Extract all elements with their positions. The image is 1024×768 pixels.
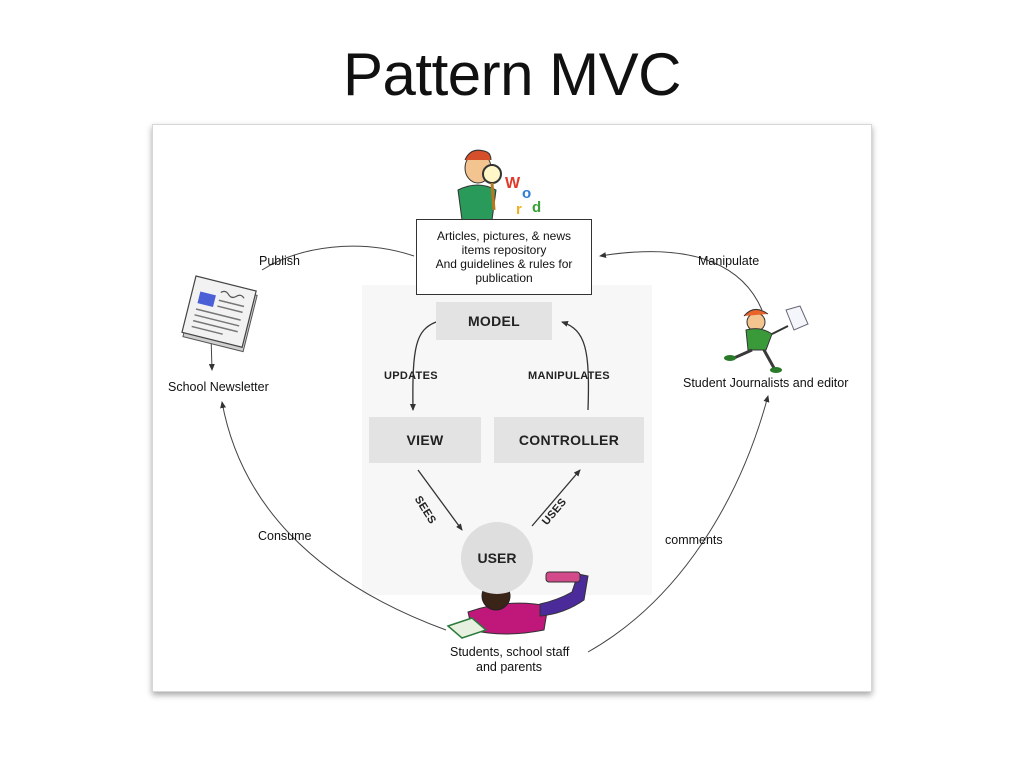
student-journalists-label: Student Journalists and editor xyxy=(683,376,849,390)
repository-line-2: items repository xyxy=(461,243,547,257)
model-box: MODEL xyxy=(436,302,552,340)
audience-label-line2: and parents xyxy=(476,660,543,674)
repository-line-3: And guidelines & rules for xyxy=(435,257,573,271)
manipulate-curve xyxy=(599,251,763,311)
repository-box: Articles, pictures, & news items reposit… xyxy=(416,219,592,295)
publish-label: Publish xyxy=(259,254,300,268)
publish-curve xyxy=(261,245,415,271)
svg-text:W: W xyxy=(505,175,521,192)
sees-arrow xyxy=(417,469,463,531)
magnifier-boy-icon: W o r d xyxy=(457,149,541,221)
consume-curve xyxy=(220,401,447,631)
svg-text:d: d xyxy=(532,199,541,216)
newspaper-icon xyxy=(181,275,258,353)
uses-arrow xyxy=(531,469,581,527)
consume-label: Consume xyxy=(258,529,312,543)
running-journalist-icon xyxy=(724,305,809,373)
controller-box: CONTROLLER xyxy=(494,417,644,463)
comments-label: comments xyxy=(665,533,723,547)
slide-title: Pattern MVC xyxy=(343,41,681,108)
repository-line-1: Articles, pictures, & news xyxy=(436,229,572,243)
reading-student-icon xyxy=(446,571,589,639)
manipulate-label: Manipulate xyxy=(698,254,760,268)
repository-line-4: publication xyxy=(475,271,533,285)
svg-text:o: o xyxy=(522,185,531,202)
manipulates-arrow xyxy=(561,321,590,411)
updates-arrow xyxy=(409,321,437,411)
svg-text:r: r xyxy=(516,201,522,218)
manipulates-label: MANIPULATES xyxy=(528,370,610,382)
audience-label-line1: Students, school staff xyxy=(450,645,570,659)
school-newsletter-label: School Newsletter xyxy=(168,380,269,394)
updates-label: UPDATES xyxy=(384,370,438,382)
comments-curve xyxy=(587,395,770,653)
user-node: USER xyxy=(461,522,533,594)
view-box: VIEW xyxy=(369,417,481,463)
